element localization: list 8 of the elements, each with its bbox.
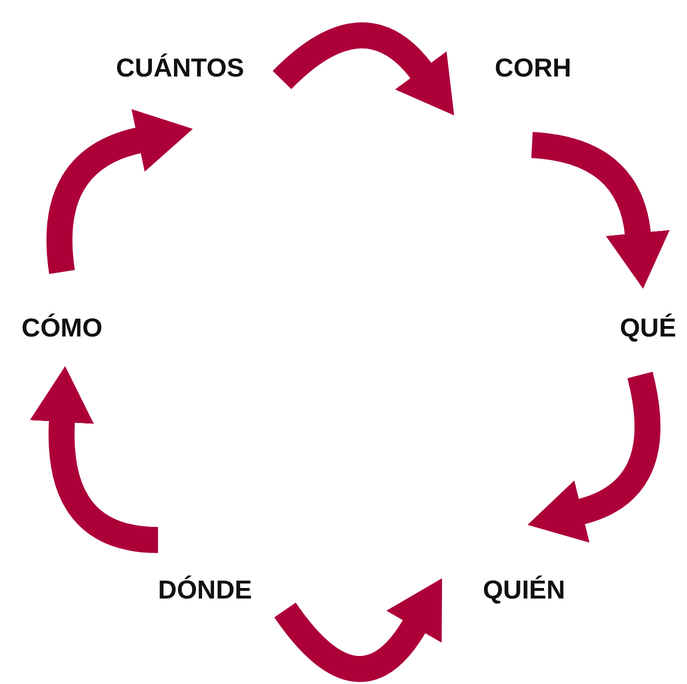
step-label: DÓNDE: [158, 574, 252, 606]
curved-arrow: [274, 580, 444, 682]
step-label: CUÁNTOS: [116, 52, 244, 84]
curved-arrow: [273, 22, 456, 114]
step-label: QUIÉN: [482, 574, 566, 606]
step-label: CORH: [494, 52, 572, 84]
step-label: CÓMO: [22, 312, 102, 344]
step-label: QUÉ: [620, 312, 676, 344]
